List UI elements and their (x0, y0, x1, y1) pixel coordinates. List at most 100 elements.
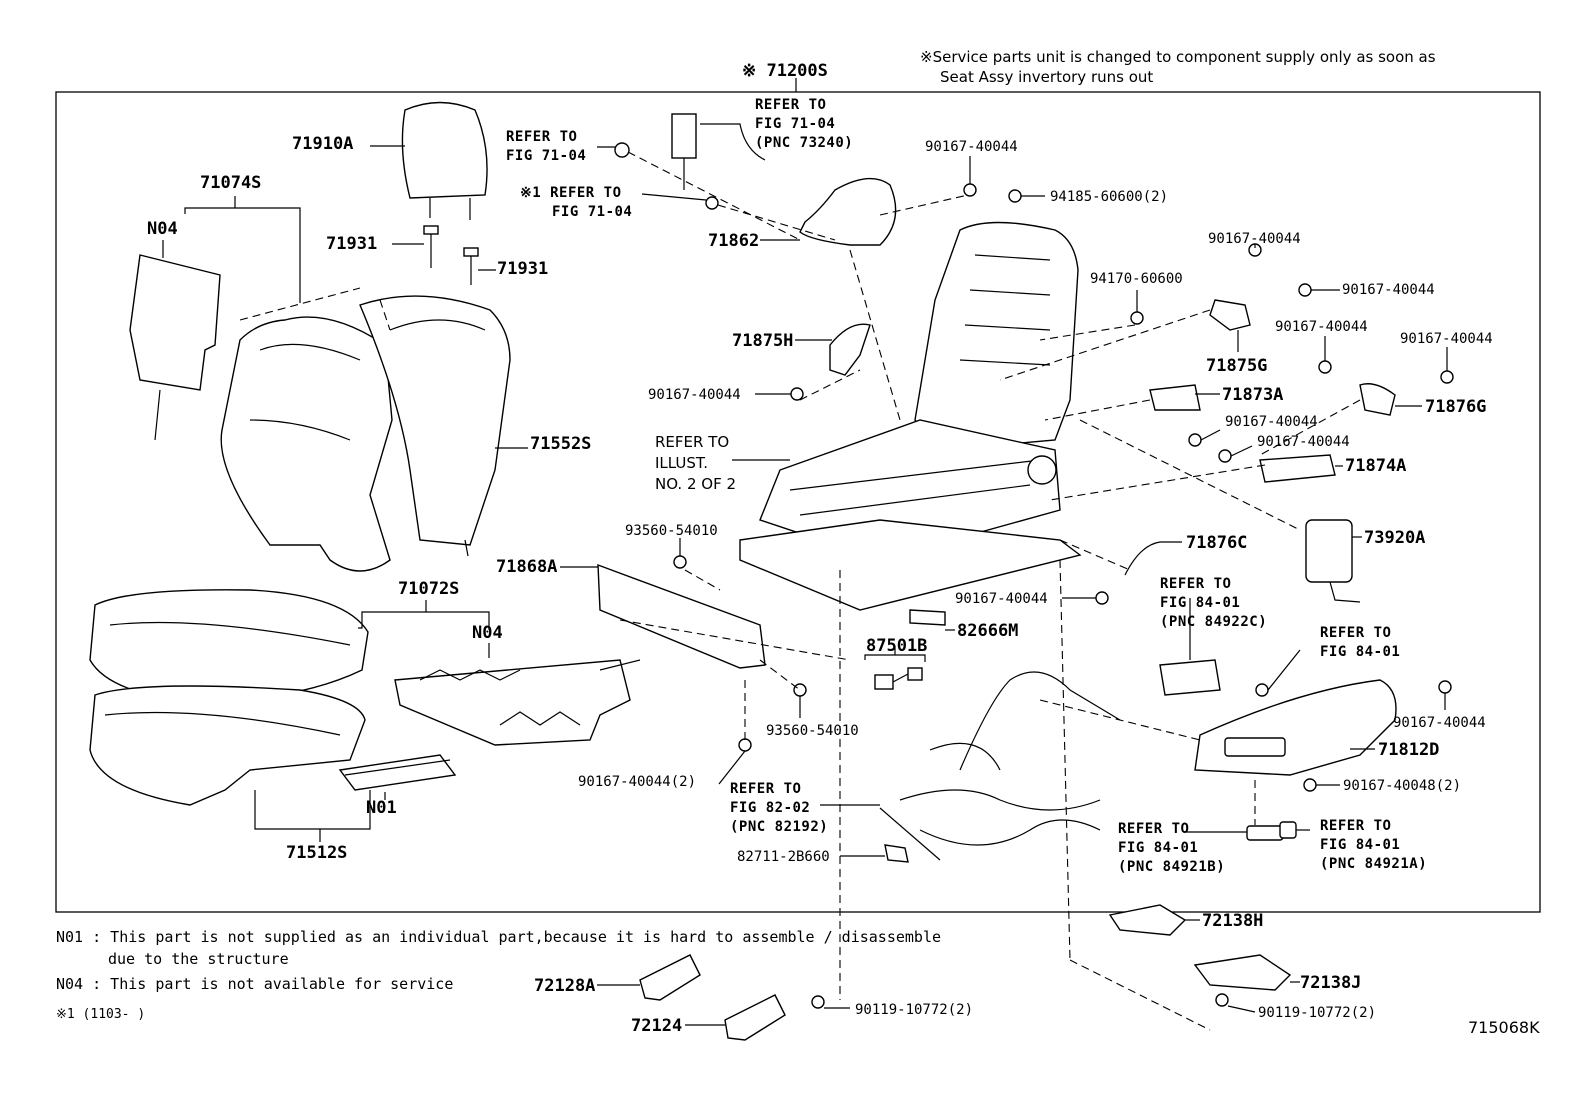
bolt-label-90119-10772-b[interactable]: 90119-10772(2) (1258, 1005, 1377, 1021)
clip-82711-drawing (884, 844, 909, 863)
switch-84922C-drawing (1159, 659, 1221, 696)
cover-71875H-drawing (829, 323, 871, 376)
ref-line: (PNC 73240) (755, 135, 854, 151)
part-label-71910A[interactable]: 71910A (292, 134, 354, 154)
clip-label-82711-2B660[interactable]: 82711-2B660 (737, 849, 830, 865)
bolt-label-90167-40044-j[interactable]: 90167-40044 (1393, 715, 1486, 731)
note-n01-line2: due to the structure (108, 950, 289, 968)
backrest-cover-drawing (220, 316, 393, 572)
bolt-label-90167-40044-c[interactable]: 90167-40044 (1342, 282, 1435, 298)
cover-71868A-drawing (597, 563, 766, 669)
bolt-label-94185-60600[interactable]: 94185-60600(2) (1050, 189, 1169, 205)
part-label-71512S[interactable]: 71512S (286, 843, 348, 863)
service-note-line2: Seat Assy invertory runs out (940, 68, 1154, 86)
note-marker-n04-back[interactable]: N04 (147, 219, 178, 239)
ref-line: FIG 84-01 (1118, 840, 1199, 856)
ref-line: REFER TO (1320, 625, 1392, 641)
ref-line: FIG 71-04 (552, 204, 633, 220)
part-label-71074S[interactable]: 71074S (200, 173, 262, 193)
leader-lines (679, 156, 1448, 1013)
ref-line: REFER TO (655, 433, 730, 451)
note-marker-n04-seat[interactable]: N04 (472, 623, 503, 643)
ref-line: ※1 REFER TO (520, 185, 622, 201)
note-marker-n01[interactable]: N01 (366, 798, 397, 818)
cover-71873A-drawing (1149, 384, 1201, 411)
cover-71874A-drawing (1259, 454, 1336, 483)
part-label-72128A[interactable]: 72128A (534, 976, 596, 996)
part-label-71072S[interactable]: 71072S (398, 579, 460, 599)
part-label-71931-b[interactable]: 71931 (497, 259, 549, 279)
bracket-72138J-drawing (1193, 954, 1292, 991)
bracket-72138H-drawing (1108, 904, 1187, 936)
ref-line: FIG 84-01 (1320, 644, 1401, 660)
cover-71876G-drawing (1359, 383, 1396, 416)
part-label-71931-a[interactable]: 71931 (326, 234, 378, 254)
backrest-heater-drawing (129, 254, 221, 441)
bolt-label-90167-40044-h[interactable]: 90167-40044 (1257, 434, 1350, 450)
refer-fig-82-02-pnc-82192[interactable]: REFER TO FIG 82-02 (PNC 82192) (730, 780, 828, 837)
part-label-71876G[interactable]: 71876G (1425, 397, 1487, 417)
figure-code: 715068K (1468, 1018, 1540, 1037)
part-label-87501B[interactable]: 87501B (866, 636, 928, 656)
part-label-71868A[interactable]: 71868A (496, 557, 558, 577)
cover-72128A-drawing (639, 954, 701, 1001)
ref-line: FIG 71-04 (506, 148, 587, 164)
ref-line: NO. 2 OF 2 (655, 475, 737, 493)
bolt-label-90167-40044-b[interactable]: 90167-40044 (1208, 231, 1301, 247)
backrest-pad-drawing (359, 295, 511, 557)
switch-knob-84921B-drawing (1246, 825, 1284, 841)
bolt-label-93560-54010-b[interactable]: 93560-54010 (766, 723, 859, 739)
ref-line: REFER TO (506, 129, 578, 145)
refer-fig-84-01-pnc-84921B[interactable]: REFER TO FIG 84-01 (PNC 84921B) (1118, 820, 1225, 877)
part-label-71552S[interactable]: 71552S (530, 434, 592, 454)
part-label-71874A[interactable]: 71874A (1345, 456, 1407, 476)
bolt-label-90167-40044-f[interactable]: 90167-40044 (648, 387, 741, 403)
bolt-label-90167-40044-e[interactable]: 90167-40044 (1400, 331, 1493, 347)
seat-cushion-cover-drawing (89, 589, 369, 703)
wire-71876C-drawing (1124, 541, 1182, 576)
wire-harness-drawing (879, 671, 1121, 861)
part-label-72138J[interactable]: 72138J (1300, 973, 1362, 993)
part-label-73920A[interactable]: 73920A (1364, 528, 1426, 548)
headrest-support-drawing (423, 225, 479, 285)
part-label-71873A[interactable]: 71873A (1222, 385, 1284, 405)
refer-fig-84-01-a[interactable]: REFER TO FIG 84-01 (1320, 624, 1400, 662)
bolt-label-90167-40044-a[interactable]: 90167-40044 (925, 139, 1018, 155)
seat-spring-drawing (338, 754, 457, 791)
part-label-72138H[interactable]: 72138H (1202, 911, 1264, 931)
refer-illust-2-of-2[interactable]: REFER TO ILLUST. NO. 2 OF 2 (655, 432, 736, 495)
bolt-label-90167-40044-g[interactable]: 90167-40044 (1225, 414, 1318, 430)
headrest-drawing (401, 101, 488, 220)
bolt-label-90119-10772-a[interactable]: 90119-10772(2) (855, 1002, 974, 1018)
refer-fig-84-01-pnc-84922C[interactable]: REFER TO FIG 84-01 (PNC 84922C) (1160, 575, 1267, 632)
ref-line: REFER TO (1160, 576, 1232, 592)
part-label-72124[interactable]: 72124 (631, 1016, 683, 1036)
part-label-71876C[interactable]: 71876C (1186, 533, 1248, 553)
part-label-71862[interactable]: 71862 (708, 231, 760, 251)
refer-fig-71-04-b[interactable]: ※1 REFER TO FIG 71-04 (520, 184, 632, 222)
refer-fig-84-01-pnc-84921A[interactable]: REFER TO FIG 84-01 (PNC 84921A) (1320, 817, 1427, 874)
bolt-label-90167-40044-2[interactable]: 90167-40044(2) (578, 774, 697, 790)
refer-fig-71-04-a[interactable]: REFER TO FIG 71-04 (506, 128, 586, 166)
assembly-part-number[interactable]: ※ 71200S (742, 61, 828, 81)
bolt-label-94170-60600[interactable]: 94170-60600 (1090, 271, 1183, 287)
bolt-label-90167-40044-d[interactable]: 90167-40044 (1275, 319, 1368, 335)
part-label-82666M[interactable]: 82666M (957, 621, 1019, 641)
ref-line: (PNC 84921A) (1320, 856, 1428, 872)
ref-line: FIG 82-02 (730, 800, 811, 816)
note-n01-line1: N01 : This part is not supplied as an in… (56, 928, 942, 946)
part-label-71875G[interactable]: 71875G (1206, 356, 1268, 376)
bolt-label-90167-40044-i[interactable]: 90167-40044 (955, 591, 1048, 607)
bolt-label-90167-40048-2[interactable]: 90167-40048(2) (1343, 778, 1462, 794)
refer-fig-71-04-pnc-73240[interactable]: REFER TO FIG 71-04 (PNC 73240) (755, 96, 853, 153)
part-label-71875H[interactable]: 71875H (732, 331, 794, 351)
seatbelt-buckle-drawing (671, 113, 766, 190)
diagram-frame (55, 91, 1541, 913)
side-panel-71812D-drawing (1194, 679, 1397, 776)
bolt-label-93560-54010-a[interactable]: 93560-54010 (625, 523, 718, 539)
footnote-1: ※1 (1103- ) (56, 1007, 146, 1022)
seat-cushion-pad-drawing (89, 685, 366, 806)
part-label-71812D[interactable]: 71812D (1378, 740, 1440, 760)
ref-line: FIG 71-04 (755, 116, 836, 132)
ref-line: REFER TO (1118, 821, 1190, 837)
